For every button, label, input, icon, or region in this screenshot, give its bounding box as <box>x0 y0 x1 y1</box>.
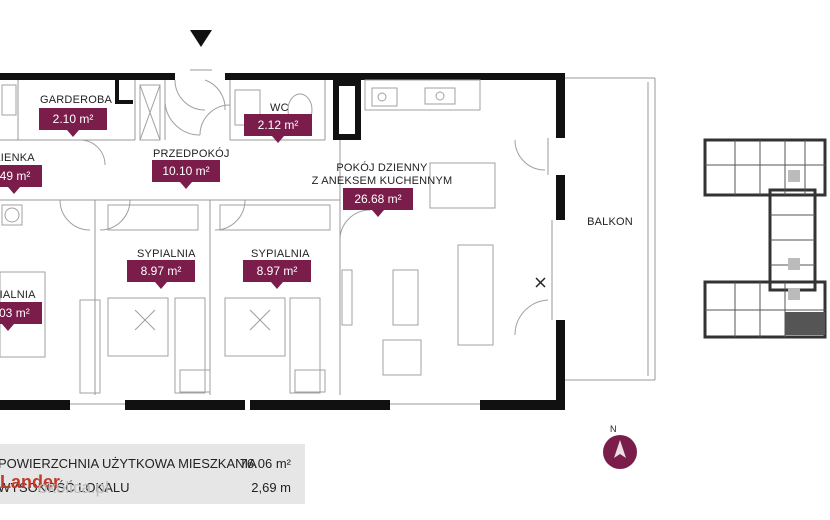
height-value: 2,69 m <box>251 480 291 495</box>
room-name-dzienny-2: Z ANEKSEM KUCHENNYM <box>312 175 453 187</box>
room-area-sypialnia-3: 13.03 m² <box>0 306 30 320</box>
usable-area-value: 76.06 m² <box>239 456 291 471</box>
glazing <box>70 138 553 405</box>
building-key-plan <box>703 138 827 339</box>
interior-partitions <box>0 78 341 395</box>
furniture <box>0 79 496 394</box>
room-sypialnia-1: SYPIALNIA 8.97 m² <box>127 248 196 289</box>
room-area-wc: 2.12 m² <box>258 118 299 132</box>
room-wc: WC 2.12 m² <box>244 102 312 143</box>
room-area-dzienny: 26.68 m² <box>354 192 401 206</box>
close-x-icon <box>535 277 546 288</box>
room-sypialnia-3: SYPIALNIA 13.03 m² <box>0 289 42 331</box>
room-name-dzienny-1: POKÓJ DZIENNY <box>336 161 428 174</box>
room-area-garderoba: 2.10 m² <box>53 112 94 126</box>
watermark-brand: Lander <box>0 472 61 492</box>
usable-area-label: POWIERZCHNIA UŻYTKOWA MIESZKANIA <box>0 456 257 471</box>
room-name-sypialnia-2: SYPIALNIA <box>251 248 310 260</box>
room-name-przedpokoj: PRZEDPOKÓJ <box>153 147 230 160</box>
room-area-sypialnia-2: 8.97 m² <box>257 264 298 278</box>
room-name-sypialnia-1: SYPIALNIA <box>137 248 196 260</box>
room-name-sypialnia-3: SYPIALNIA <box>0 289 36 301</box>
room-lazienka: ŁAZIENKA 4.49 m² <box>0 152 42 194</box>
room-garderoba: GARDEROBA 2.10 m² <box>39 94 113 137</box>
room-name-garderoba: GARDEROBA <box>40 94 113 106</box>
compass: N <box>603 424 637 469</box>
room-name-wc: WC <box>270 102 289 114</box>
room-area-przedpokoj: 10.10 m² <box>162 164 209 178</box>
room-dzienny: POKÓJ DZIENNY Z ANEKSEM KUCHENNYM 26.68 … <box>312 161 453 217</box>
room-sypialnia-2: SYPIALNIA 8.97 m² <box>243 248 311 289</box>
balcony <box>565 77 656 381</box>
summary-panel: POWIERZCHNIA UŻYTKOWA MIESZKANIA 76.06 m… <box>0 444 305 504</box>
exterior-walls <box>0 73 565 410</box>
room-name-balkon: BALKON <box>587 216 633 228</box>
compass-north-label: N <box>610 424 617 434</box>
room-name-lazienka: ŁAZIENKA <box>0 152 35 164</box>
entrance-arrow-icon <box>190 30 212 47</box>
room-area-sypialnia-1: 8.97 m² <box>141 264 182 278</box>
room-area-lazienka: 4.49 m² <box>0 169 30 183</box>
room-przedpokoj: PRZEDPOKÓJ 10.10 m² <box>152 147 230 189</box>
watermark-site: okolica.pl <box>38 478 109 497</box>
height-label: WYSOKOŚĆ LOKALU <box>0 480 130 495</box>
